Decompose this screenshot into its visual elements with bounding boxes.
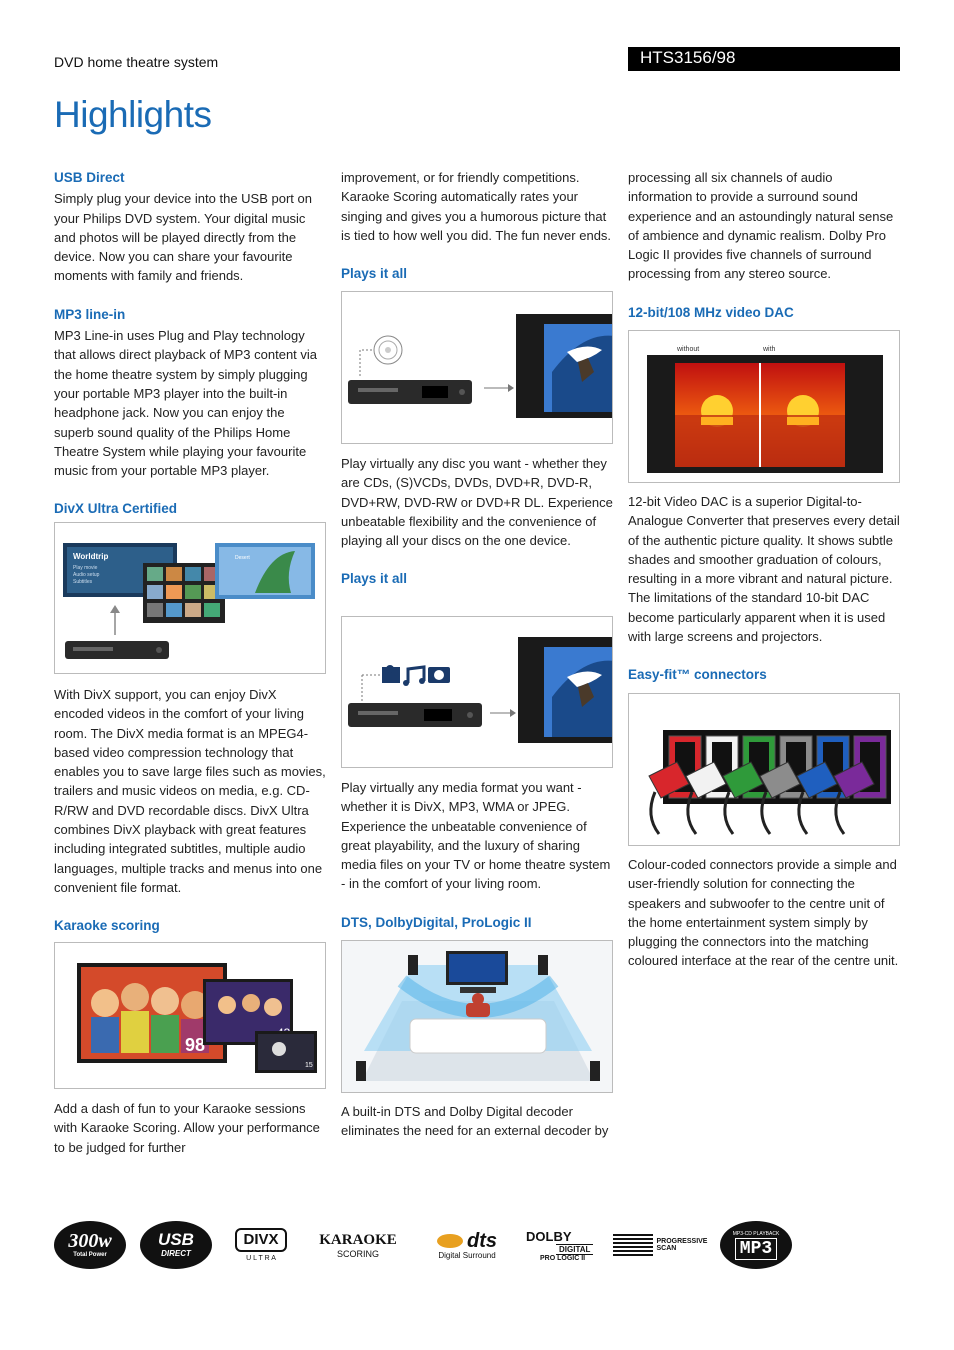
- divx-menu-item-2: Audio setup: [73, 572, 100, 578]
- dts-text: A built-in DTS and Dolby Digital decoder…: [341, 1104, 609, 1139]
- plays-it-all-disc-illustration: [341, 291, 613, 444]
- plays-it-all-media-illustration: [341, 616, 613, 768]
- connector-plug: [722, 761, 764, 799]
- karaoke-heading: Karaoke scoring: [54, 918, 160, 934]
- page-title: Highlights: [54, 94, 212, 135]
- karaoke-badge-sub: SCORING: [336, 1249, 379, 1259]
- column-3-end: Colour-coded connectors provide a simple…: [628, 855, 900, 971]
- karaoke-score-3: 15: [305, 1062, 313, 1069]
- karaoke-text-continued: improvement, or for friendly competition…: [341, 170, 612, 243]
- divx-heading: DivX Ultra Certified: [54, 501, 178, 517]
- easy-fit-heading: Easy-fit™ connectors: [628, 667, 767, 683]
- progressive-label-2: SCAN: [656, 1245, 677, 1252]
- mp3-cd-playback-badge: MP3-CD PLAYBACK MP3: [720, 1221, 792, 1269]
- column-2-end: A built-in DTS and Dolby Digital decoder…: [341, 1102, 613, 1141]
- karaoke-badge-label: KARAOKE: [319, 1232, 397, 1248]
- connector-plug: [796, 761, 838, 799]
- plays-it-all-text-2: Play virtually any media format you want…: [341, 780, 611, 892]
- divx-ultra-badge: DIVX U L T R A: [226, 1221, 296, 1269]
- connector-wire: [686, 791, 698, 835]
- mp3-linein-text: MP3 Line-in uses Plug and Play technolog…: [54, 328, 318, 479]
- progressive-scan-icon: [612, 1234, 653, 1256]
- connector-wire: [834, 791, 846, 835]
- dolby-badge-label: DOLBY: [526, 1228, 572, 1244]
- video-camera-icon: [382, 667, 400, 683]
- karaoke-scoring-badge: KARAOKE SCORING: [310, 1221, 406, 1269]
- mp3-badge-label: MP3: [734, 1237, 778, 1260]
- divx-menu-item-1: Play movie: [73, 565, 98, 571]
- plays-it-all-heading-1: Plays it all: [341, 266, 408, 282]
- usb-direct-heading: USB Direct: [54, 170, 125, 185]
- karaoke-text: Add a dash of fun to your Karaoke sessio…: [54, 1101, 320, 1155]
- dac-label-with: with: [762, 346, 776, 353]
- progressive-scan-badge: PROGRESSIVE SCAN: [612, 1221, 708, 1269]
- model-number: HTS3156/98: [628, 47, 900, 71]
- dts-badge-sub: Digital Surround: [438, 1250, 496, 1260]
- divx-menu-item-3: Subtitles: [73, 579, 93, 585]
- easy-fit-connectors-illustration: [628, 693, 900, 846]
- karaoke-illustration: 98 43 15: [54, 942, 326, 1089]
- document-subtitle: DVD home theatre system: [54, 54, 219, 70]
- dts-badge: dts Digital Surround: [420, 1221, 514, 1269]
- column-2-lower: Play virtually any media format you want…: [341, 778, 613, 934]
- plays-it-all-text-1: Play virtually any disc you want - wheth…: [341, 456, 613, 549]
- column-3-mid: 12-bit Video DAC is a superior Digital-t…: [628, 492, 900, 687]
- connector-plug: [833, 761, 875, 799]
- connector-plug: [685, 761, 727, 799]
- surround-sound-illustration: [341, 940, 613, 1093]
- dac-label-without: without: [676, 346, 699, 353]
- video-dac-heading: 12-bit/108 MHz video DAC: [628, 304, 794, 320]
- power-300w-badge: 300w Total Power: [54, 1221, 126, 1269]
- column-1-end: Add a dash of fun to your Karaoke sessio…: [54, 1099, 326, 1157]
- divx-thumb-label: Desert: [235, 555, 250, 561]
- power-value: 300w: [68, 1230, 112, 1252]
- dts-disc-icon: [437, 1233, 463, 1248]
- karaoke-score-1: 98: [185, 1035, 205, 1055]
- dts-badge-label: dts: [467, 1229, 497, 1252]
- dolby-badge-sub1: DIGITAL: [556, 1243, 594, 1255]
- mp3-linein-heading: MP3 line-in: [54, 306, 126, 322]
- connector-wire: [760, 791, 772, 835]
- column-2-mid: Play virtually any disc you want - wheth…: [341, 454, 613, 591]
- usb-badge-label: USB: [158, 1230, 194, 1249]
- easy-fit-text: Colour-coded connectors provide a simple…: [628, 857, 899, 969]
- usb-badge-sub: DIRECT: [161, 1249, 191, 1258]
- video-dac-illustration: without with: [628, 330, 900, 483]
- divx-text: With DivX support, you can enjoy DivX en…: [54, 687, 326, 895]
- dolby-badge-sub2: PRO LOGIC II: [540, 1254, 586, 1262]
- dts-text-continued: processing all six channels of audio inf…: [628, 170, 894, 282]
- progressive-label-1: PROGRESSIVE: [656, 1238, 708, 1245]
- connector-wire: [649, 791, 661, 835]
- connector-plug: [759, 761, 801, 799]
- mp3-badge-top: MP3-CD PLAYBACK: [732, 1230, 780, 1237]
- connector-wire: [723, 791, 735, 835]
- divx-menu-title: Worldtrip: [73, 552, 109, 561]
- column-1: USB Direct Simply plug your device into …: [54, 168, 326, 521]
- plays-it-all-heading-2: Plays it all: [341, 571, 408, 587]
- divx-badge-label: DIVX: [235, 1228, 287, 1252]
- usb-direct-text: Simply plug your device into the USB por…: [54, 191, 312, 284]
- column-1-lower: With DivX support, you can enjoy DivX en…: [54, 685, 326, 938]
- dts-heading: DTS, DolbyDigital, ProLogic II: [341, 914, 532, 930]
- divx-badge-sub: U L T R A: [246, 1255, 276, 1262]
- connector-wire: [797, 791, 809, 835]
- column-3: processing all six channels of audio inf…: [628, 168, 900, 324]
- dolby-badge: DOLBY DIGITAL PRO LOGIC II: [526, 1221, 600, 1269]
- divx-illustration: Worldtrip Play movie Audio setup Subtitl…: [54, 522, 326, 674]
- power-label: Total Power: [73, 1252, 107, 1258]
- usb-direct-badge: USB DIRECT: [140, 1221, 212, 1269]
- column-2: improvement, or for friendly competition…: [341, 168, 613, 285]
- connector-plug: [648, 761, 690, 799]
- video-dac-text: 12-bit Video DAC is a superior Digital-t…: [628, 494, 900, 645]
